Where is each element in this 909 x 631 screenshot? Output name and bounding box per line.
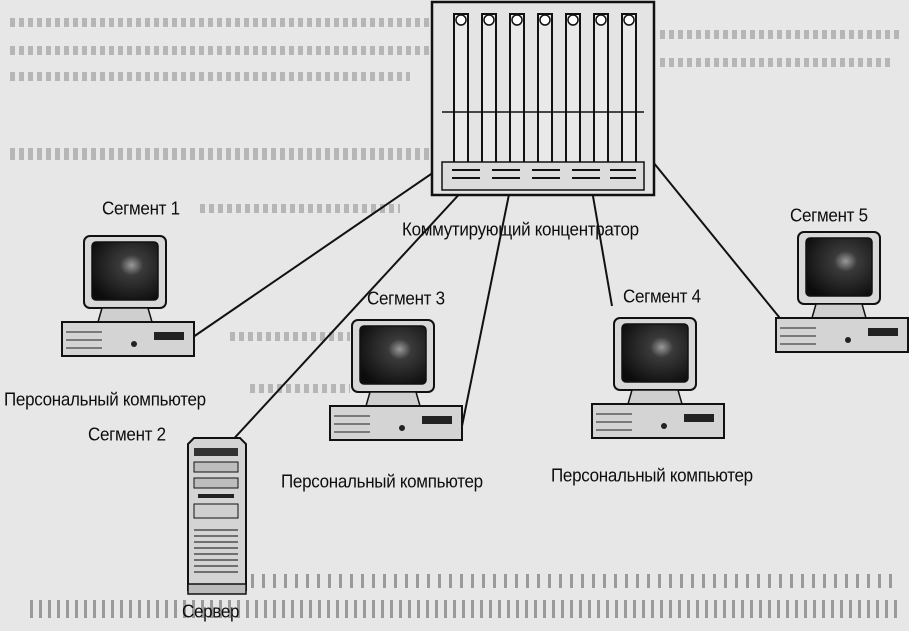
link-segment-5: [639, 145, 789, 329]
background-text-line: [30, 600, 900, 618]
link-segment-2: [227, 149, 501, 446]
background-text-line: [10, 46, 430, 55]
background-text-line: [10, 72, 410, 81]
hub-label: Коммутирующий концентратор: [402, 219, 639, 240]
server-label: Сервер: [182, 601, 240, 622]
server-segment-2: [187, 437, 247, 595]
background-text-line: [200, 204, 400, 213]
background-text-line: [240, 574, 900, 588]
pc-segment-1: [61, 235, 195, 357]
link-segment-1: [179, 145, 473, 347]
background-text-line: [10, 148, 430, 160]
segment-1-label: Сегмент 1: [102, 198, 180, 219]
background-text-line: [10, 18, 430, 27]
segment-3-label: Сегмент 3: [367, 288, 445, 309]
pc-segment-5: [775, 231, 909, 353]
pc-left-label: Персональный компьютер: [4, 389, 206, 410]
segment-4-label: Сегмент 4: [623, 286, 701, 307]
background-text-line: [230, 332, 350, 341]
pc-center-label: Персональный компьютер: [281, 471, 483, 492]
segment-5-label: Сегмент 5: [790, 205, 868, 226]
background-text-line: [660, 58, 890, 67]
pc-segment-4: [591, 317, 725, 439]
background-text-line: [660, 30, 900, 39]
background-text-line: [250, 384, 350, 393]
segment-2-label: Сегмент 2: [88, 424, 166, 445]
switching-hub: [430, 0, 656, 197]
pc-right-label: Персональный компьютер: [551, 465, 753, 486]
pc-segment-3: [329, 319, 463, 441]
